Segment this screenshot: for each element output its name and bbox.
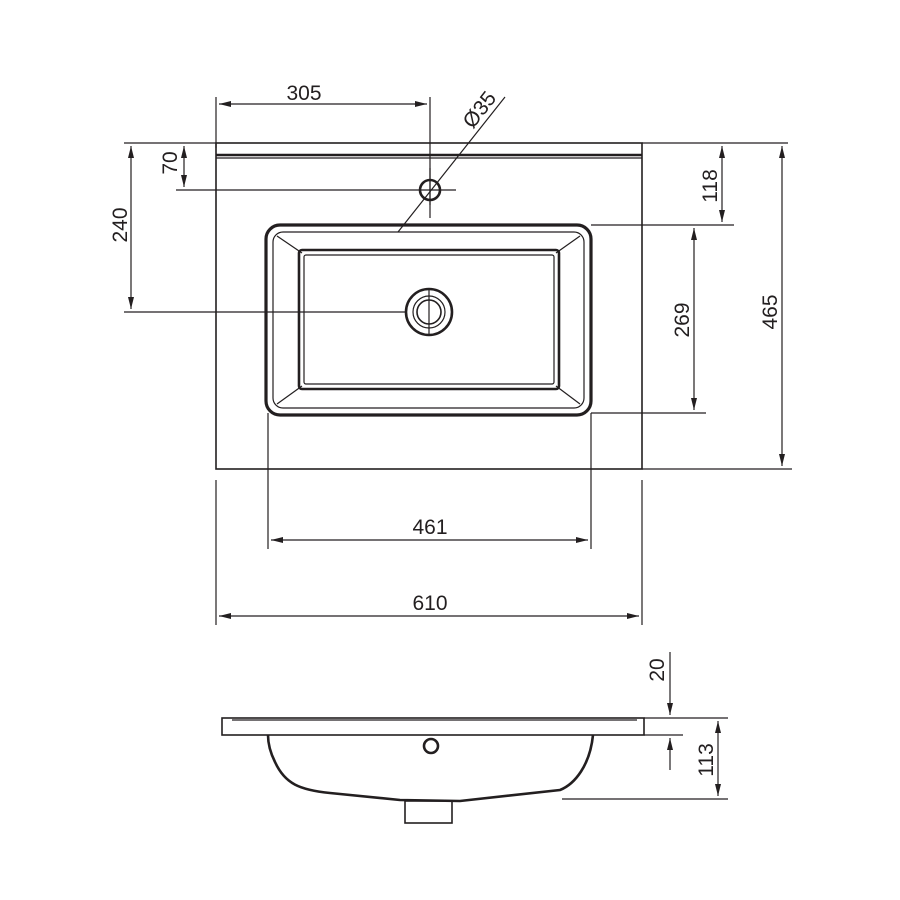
bowl-outer-rim bbox=[264, 223, 593, 417]
top-view bbox=[215, 142, 643, 470]
bowl-bevel-bl bbox=[276, 385, 303, 405]
bowl-inner-rim bbox=[272, 231, 585, 409]
bowl-basin-inner bbox=[303, 254, 555, 385]
side-view bbox=[221, 717, 645, 824]
bowl-bevel-br bbox=[555, 385, 581, 405]
dim-faucet-offset: 305 bbox=[286, 82, 321, 105]
dim-faucet-depth: 70 bbox=[159, 151, 182, 174]
drain-outlet bbox=[404, 800, 453, 824]
basin-profile bbox=[266, 734, 595, 803]
dim-bowl-width: 461 bbox=[412, 516, 447, 539]
dim-faucet-to-bowl: 118 bbox=[699, 169, 722, 202]
bowl-bevel-tr bbox=[555, 235, 581, 254]
bowl-bevel-tl bbox=[276, 235, 303, 254]
bowl-basin bbox=[297, 248, 561, 391]
drain bbox=[404, 287, 454, 337]
countertop-outline bbox=[215, 142, 643, 470]
dim-slab-thickness: 20 bbox=[646, 658, 669, 681]
dimension-lines bbox=[124, 96, 792, 800]
slab bbox=[221, 717, 645, 736]
dim-total-height: 113 bbox=[695, 743, 718, 776]
dimension-labels: 305 Ø35 70 240 118 269 465 461 610 20 11… bbox=[109, 82, 782, 777]
overflow-hole bbox=[422, 737, 440, 755]
dim-bowl-depth: 269 bbox=[671, 302, 694, 337]
dim-total-width: 610 bbox=[412, 592, 447, 615]
dim-total-depth: 465 bbox=[759, 294, 782, 329]
dim-drain-depth: 240 bbox=[109, 207, 132, 242]
